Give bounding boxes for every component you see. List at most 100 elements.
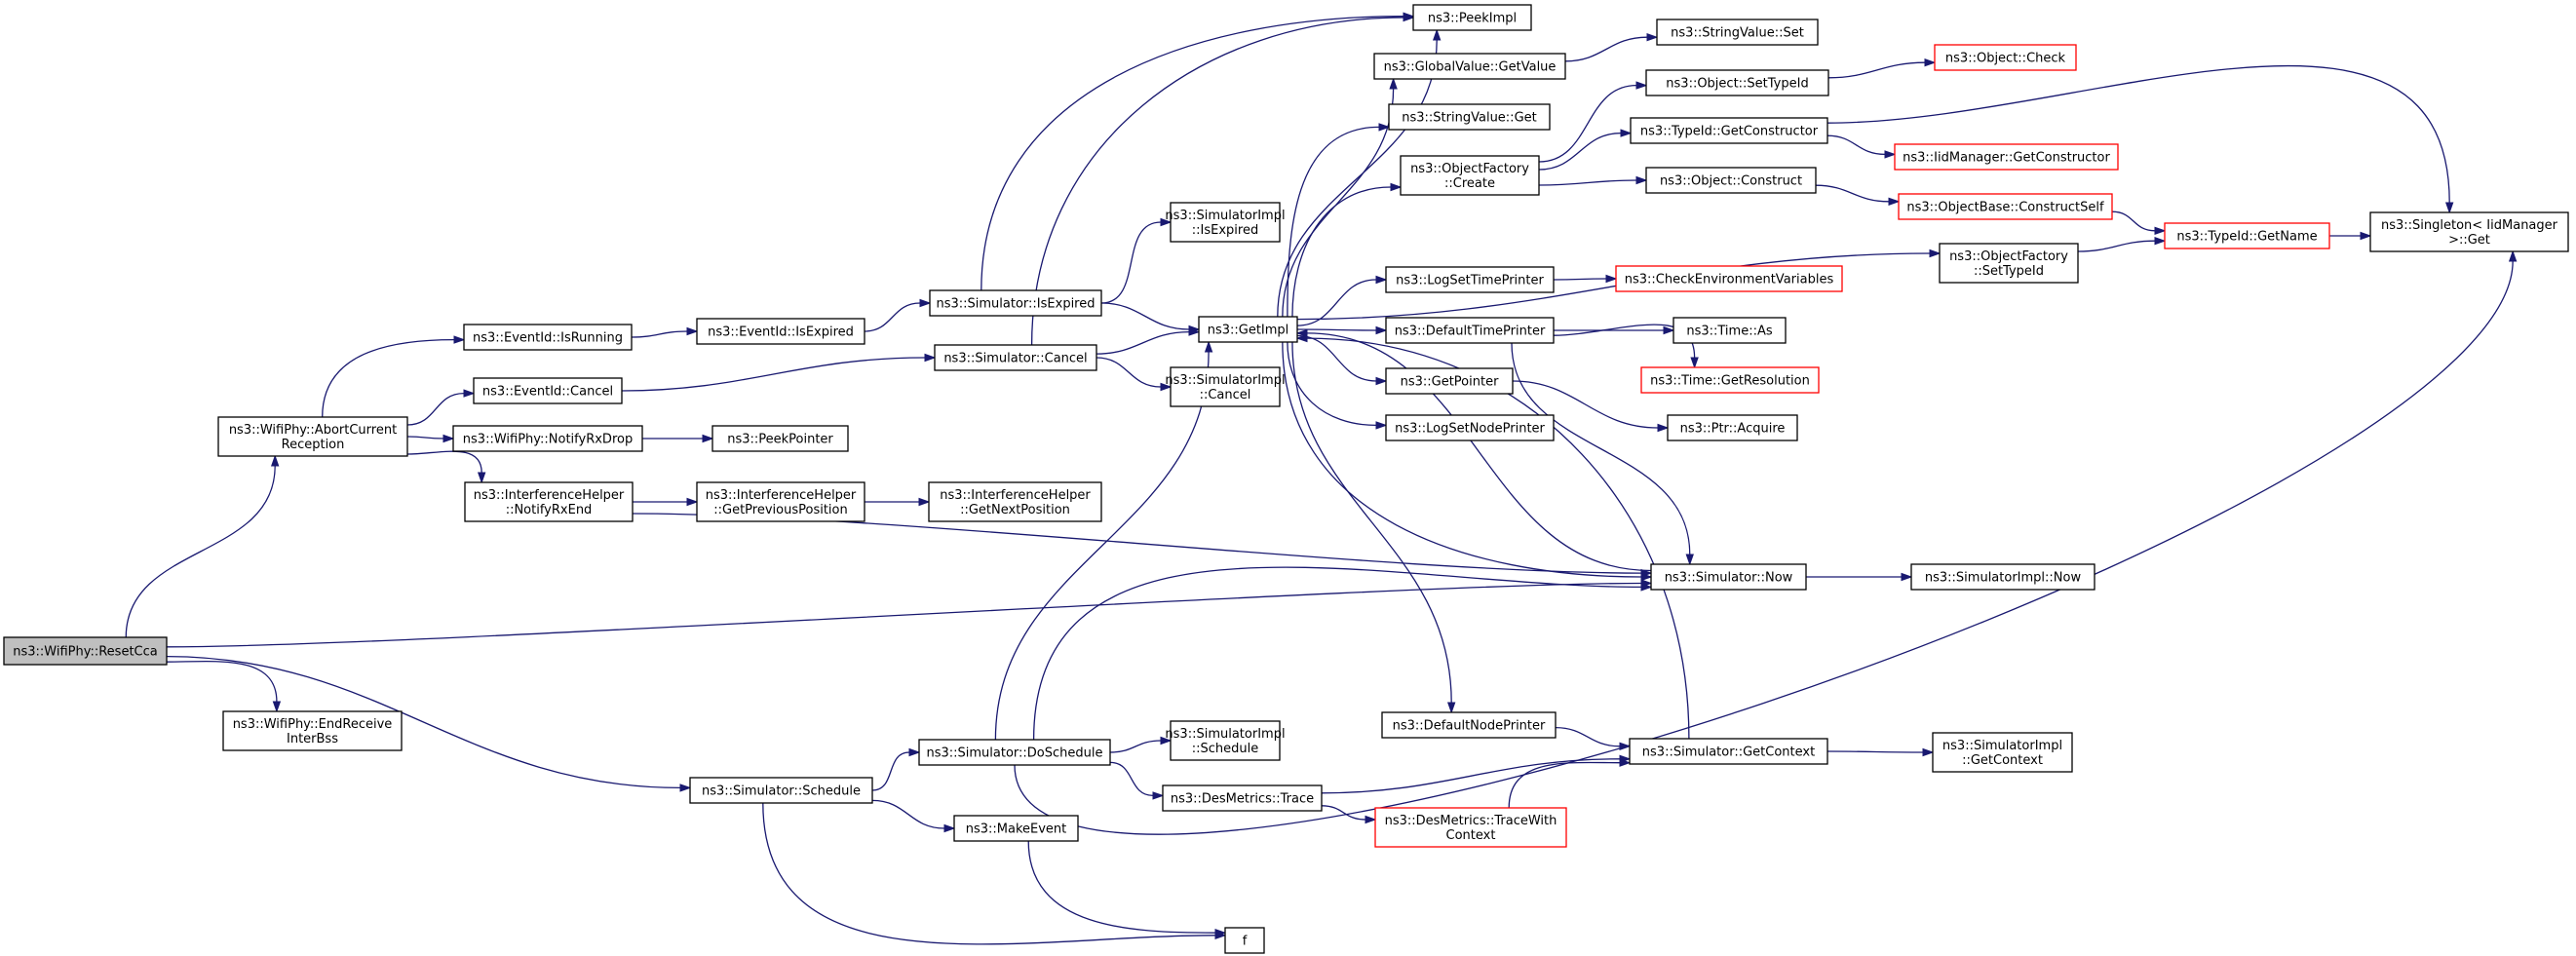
edge-line xyxy=(166,655,681,789)
node-isrunning[interactable]: ns3::EventId::IsRunning xyxy=(463,324,633,351)
node-label: ns3::InterferenceHelper xyxy=(474,488,625,503)
node-objbaseconstruct[interactable]: ns3::ObjectBase::ConstructSelf xyxy=(1898,193,2113,220)
node-reset[interactable]: ns3::WifiPhy::ResetCca xyxy=(3,636,168,666)
node-siimpnow[interactable]: ns3::SimulatorImpl::Now xyxy=(1910,563,2095,591)
node-label: ns3::Time::GetResolution xyxy=(1650,374,1810,389)
node-box xyxy=(929,289,1102,317)
node-simnow[interactable]: ns3::Simulator::Now xyxy=(1650,563,1807,591)
edge-line xyxy=(621,357,926,392)
node-tidgetname[interactable]: ns3::TypeId::GetName xyxy=(2164,222,2330,249)
node-siimpsched[interactable]: ns3::SimulatorImpl::Schedule xyxy=(1165,720,1286,761)
node-getimpl[interactable]: ns3::GetImpl xyxy=(1198,316,1298,343)
arrowhead xyxy=(1690,357,1699,369)
arrowhead xyxy=(924,353,937,363)
node-box xyxy=(222,710,403,751)
node-makeevent[interactable]: ns3::MakeEvent xyxy=(953,815,1079,842)
node-objcheck[interactable]: ns3::Object::Check xyxy=(1934,44,2077,71)
node-getpointer[interactable]: ns3::GetPointer xyxy=(1385,367,1514,395)
node-ihnext[interactable]: ns3::InterferenceHelper::GetNextPosition xyxy=(928,481,1102,522)
arrowhead xyxy=(2444,202,2454,214)
edge-reset-to-abort xyxy=(125,454,280,638)
node-ptracquire[interactable]: ns3::Ptr::Acquire xyxy=(1667,414,1798,441)
node-simcancel[interactable]: ns3::Simulator::Cancel xyxy=(934,344,1097,371)
edge-line xyxy=(1827,61,1926,79)
node-label: ns3::GetImpl xyxy=(1208,324,1289,338)
node-svget[interactable]: ns3::StringValue::Get xyxy=(1388,103,1551,131)
node-siimpgetctx[interactable]: ns3::SimulatorImpl::GetContext xyxy=(1932,732,2073,773)
edge-dosched-to-siimpsched xyxy=(1109,736,1173,753)
arrowhead xyxy=(1375,376,1388,386)
node-notifyrxdrop[interactable]: ns3::WifiPhy::NotifyRxDrop xyxy=(452,425,643,452)
edge-ofsettypeid-to-tidgetname xyxy=(2077,236,2167,252)
edge-simsched-to-makeevent xyxy=(871,799,956,833)
arrowhead xyxy=(1929,249,1942,258)
node-iidgetctor[interactable]: ns3::IidManager::GetConstructor xyxy=(1894,143,2119,171)
edge-deftimeprinter-to-timeas xyxy=(1554,325,1675,335)
node-svset[interactable]: ns3::StringValue::Set xyxy=(1656,19,1819,46)
node-box xyxy=(1412,4,1532,31)
node-ofcreate[interactable]: ns3::ObjectFactory::Create xyxy=(1400,155,1540,196)
node-label: f xyxy=(1243,935,1248,949)
edge-line xyxy=(1538,132,1622,171)
node-desmtrace[interactable]: ns3::DesMetrics::Trace xyxy=(1162,784,1323,812)
node-label: ns3::MakeEvent xyxy=(966,822,1067,837)
node-logsettime[interactable]: ns3::LogSetTimePrinter xyxy=(1385,266,1555,293)
node-box xyxy=(1162,784,1323,812)
node-objconstruct[interactable]: ns3::Object::Construct xyxy=(1645,167,1817,194)
node-label: ns3::CheckEnvironmentVariables xyxy=(1625,273,1834,287)
edge-tidgetctor-to-iidgetctor xyxy=(1826,134,1897,159)
node-evexpired[interactable]: ns3::EventId::IsExpired xyxy=(696,318,865,345)
edge-layer xyxy=(125,12,2518,945)
node-logsetnode[interactable]: ns3::LogSetNodePrinter xyxy=(1385,414,1555,441)
node-f[interactable]: f xyxy=(1224,927,1265,954)
node-label: ns3::LogSetNodePrinter xyxy=(1395,422,1545,437)
arrowhead xyxy=(1214,928,1227,937)
node-label: ns3::SimulatorImpl::Now xyxy=(1925,571,2082,586)
node-label: ::Cancel xyxy=(1200,388,1251,402)
edge-line xyxy=(1564,36,1648,62)
node-box xyxy=(464,481,634,522)
node-dosched[interactable]: ns3::Simulator::DoSchedule xyxy=(918,739,1111,766)
node-ihprev[interactable]: ns3::InterferenceHelper::GetPreviousPosi… xyxy=(696,481,865,522)
arrowhead xyxy=(1635,175,1648,185)
node-simexpired[interactable]: ns3::Simulator::IsExpired xyxy=(929,289,1102,317)
edge-line xyxy=(1287,341,1377,427)
edge-ofcreate-to-tidgetctor xyxy=(1538,129,1633,171)
edge-getimpl-to-getpointer xyxy=(1296,334,1388,386)
node-timegetres[interactable]: ns3::Time::GetResolution xyxy=(1640,366,1820,394)
node-peekimpl[interactable]: ns3::PeekImpl xyxy=(1412,4,1532,31)
node-ofsettypeid[interactable]: ns3::ObjectFactory::SetTypeId xyxy=(1939,243,2079,284)
node-deftimeprinter[interactable]: ns3::DefaultTimePrinter xyxy=(1385,317,1555,344)
node-siimpexpired[interactable]: ns3::SimulatorImpl::IsExpired xyxy=(1165,202,1286,243)
node-box xyxy=(1385,414,1555,441)
arrowhead xyxy=(702,434,714,443)
edge-makeevent-to-f xyxy=(1027,840,1227,937)
node-peekptr[interactable]: ns3::PeekPointer xyxy=(711,425,849,452)
edge-line xyxy=(1296,328,1377,331)
node-singleton[interactable]: ns3::Singleton< IidManager >::Get xyxy=(2369,211,2569,252)
node-objsettypeid[interactable]: ns3::Object::SetTypeId xyxy=(1645,69,1829,96)
edge-getimpl-to-ofsettypeid xyxy=(1296,249,1942,321)
node-defnodeprinter[interactable]: ns3::DefaultNodePrinter xyxy=(1381,711,1557,739)
node-tidgetctor[interactable]: ns3::TypeId::GetConstructor xyxy=(1630,117,1828,144)
node-simsched[interactable]: ns3::Simulator::Schedule xyxy=(689,777,873,804)
arrowhead xyxy=(1432,28,1442,41)
edge-line xyxy=(1032,566,1642,741)
node-evcancel[interactable]: ns3::EventId::Cancel xyxy=(473,377,623,404)
node-timeas[interactable]: ns3::Time::As xyxy=(1672,317,1787,344)
node-gvgetvalue[interactable]: ns3::GlobalValue::GetValue xyxy=(1373,53,1566,80)
node-box xyxy=(1656,19,1819,46)
node-simgetctx[interactable]: ns3::Simulator::GetContext xyxy=(1629,738,1828,765)
node-label: ns3::Object::Check xyxy=(1945,52,2066,66)
node-siimpcancel[interactable]: ns3::SimulatorImpl::Cancel xyxy=(1165,366,1286,407)
node-checkenv[interactable]: ns3::CheckEnvironmentVariables xyxy=(1615,265,1843,292)
node-ihnotify[interactable]: ns3::InterferenceHelper::NotifyRxEnd xyxy=(464,481,634,522)
arrowhead xyxy=(1888,197,1901,207)
arrowhead xyxy=(1389,77,1398,90)
arrowhead xyxy=(272,701,282,713)
edge-simcancel-to-getimpl xyxy=(1096,327,1201,355)
edge-dosched-to-desmtrace xyxy=(1109,761,1165,800)
